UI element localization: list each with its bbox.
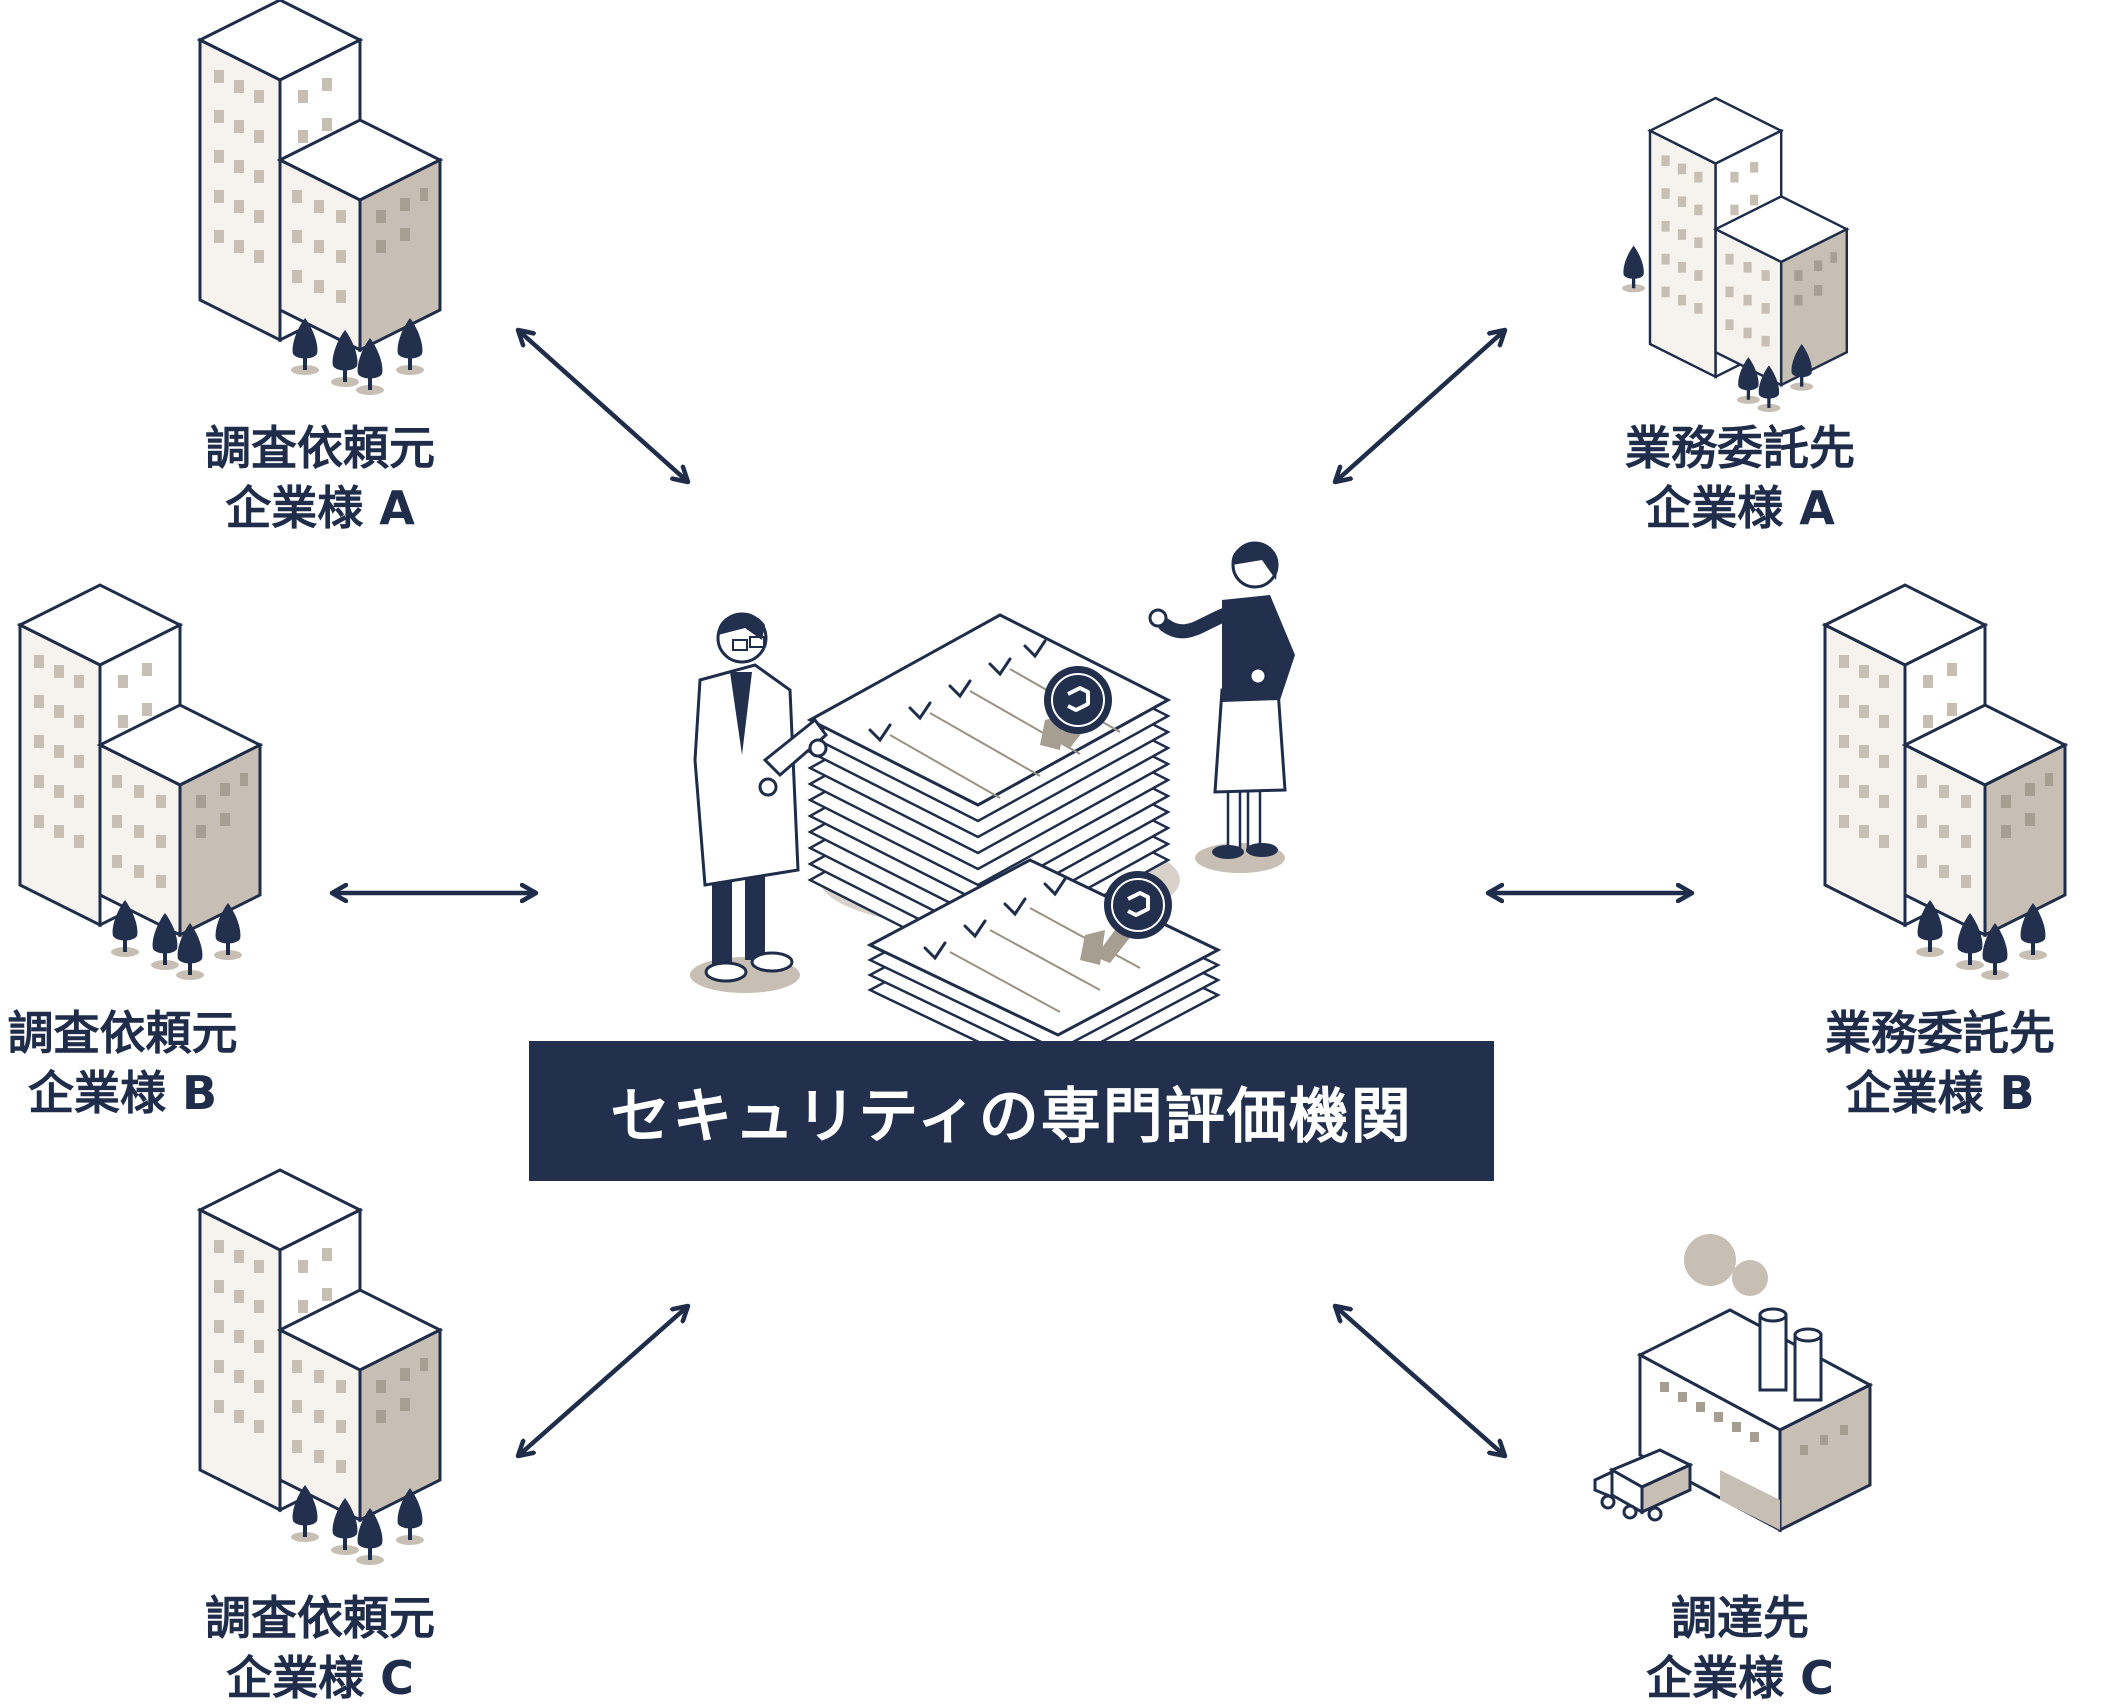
node-label-outsource-a: 業務委託先 企業様 A bbox=[1590, 418, 1890, 538]
supplier-c-company: 企業様 C bbox=[1646, 1651, 1834, 1705]
document-stack-icon bbox=[806, 613, 1222, 1082]
arrow-requester-a bbox=[518, 330, 688, 482]
requester-c-company: 企業様 C bbox=[226, 1651, 414, 1705]
office-building-icon bbox=[1823, 583, 2067, 982]
requester-b-role: 調査依頼元 bbox=[7, 1006, 238, 1060]
researcher-figure-icon bbox=[690, 612, 829, 993]
office-building-icon bbox=[18, 583, 262, 982]
requester-b-company: 企業様 B bbox=[27, 1066, 218, 1120]
outsource-a-role: 業務委託先 bbox=[1625, 421, 1855, 475]
node-label-outsource-b: 業務委託先 企業様 B bbox=[1790, 1003, 2090, 1123]
node-label-requester-b: 調査依頼元 企業様 B bbox=[0, 1003, 245, 1123]
outsource-b-role: 業務委託先 bbox=[1825, 1006, 2055, 1060]
requester-a-company: 企業様 A bbox=[225, 481, 415, 535]
consultant-figure-icon bbox=[1148, 541, 1295, 873]
center-title: セキュリティの専門評価機関 bbox=[610, 1081, 1413, 1152]
requester-a-role: 調査依頼元 bbox=[205, 421, 435, 475]
office-building-icon bbox=[198, 1168, 442, 1567]
outsource-a-company: 企業様 A bbox=[1645, 481, 1835, 535]
evaluation-agency-banner: セキュリティの専門評価機関 bbox=[529, 1041, 1494, 1181]
arrow-requester-c bbox=[518, 1306, 688, 1456]
supplier-c-role: 調達先 bbox=[1671, 1591, 1809, 1645]
office-building-icon bbox=[198, 0, 442, 397]
connection-arrows bbox=[332, 330, 1692, 1456]
arrow-supplier-c bbox=[1335, 1306, 1505, 1456]
node-label-supplier-c: 調達先 企業様 C bbox=[1590, 1588, 1890, 1708]
factory-icon bbox=[1593, 1234, 1874, 1533]
outsource-b-company: 企業様 B bbox=[1845, 1066, 2035, 1120]
node-label-requester-c: 調査依頼元 企業様 C bbox=[170, 1588, 470, 1708]
arrow-outsource-a bbox=[1335, 330, 1505, 482]
node-label-requester-a: 調査依頼元 企業様 A bbox=[170, 418, 470, 538]
office-building-icon bbox=[1620, 96, 1849, 414]
requester-c-role: 調査依頼元 bbox=[205, 1591, 435, 1645]
